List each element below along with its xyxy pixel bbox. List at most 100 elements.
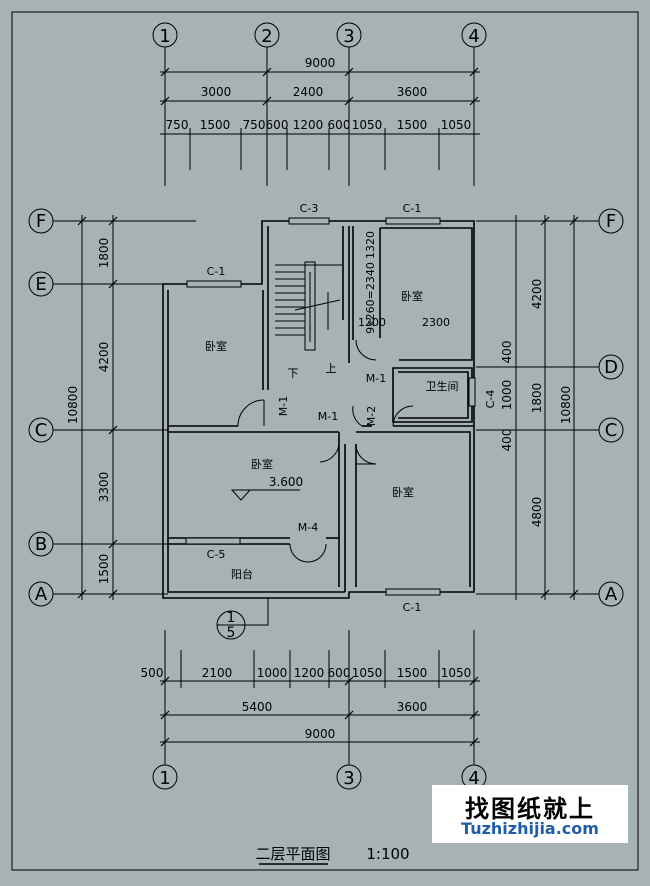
dim-top-detail: 1050 — [441, 118, 472, 132]
dim-right-segment: 400 — [500, 341, 514, 364]
window-tag-c5: C-5 — [207, 548, 226, 561]
axis-label-bottom-3: 3 — [343, 768, 354, 789]
dim-left-segment: 1500 — [97, 554, 111, 585]
dim-right-segment: 4800 — [530, 497, 544, 528]
axis-label-bottom-4: 4 — [468, 768, 479, 789]
dim-top-mid: 2400 — [293, 85, 324, 99]
dim-left-segment: 4200 — [97, 342, 111, 373]
dim-left-segment: 3300 — [97, 472, 111, 503]
room-label-bedroom-right: 卧室 — [401, 289, 423, 303]
door-tag-m4: M-4 — [298, 521, 318, 534]
elevation-mark — [230, 489, 300, 501]
watermark-box: 找图纸就上 Tuzhizhijia.com — [432, 785, 628, 843]
axis-label-top-1: 1 — [159, 26, 170, 47]
windows — [185, 217, 476, 596]
dim-top-detail: 750 — [243, 118, 266, 132]
dim-bottom-detail: 600 — [328, 666, 351, 680]
dim-bottom-detail: 1200 — [294, 666, 325, 680]
dim-top-detail: 600 — [328, 118, 351, 132]
dim-top-total: 9000 — [305, 56, 336, 70]
window-c3 — [288, 217, 330, 225]
room-label-bedroom-center: 卧室 — [251, 457, 273, 471]
dim-top-mid: 3600 — [397, 85, 428, 99]
window-c1-left — [186, 280, 242, 288]
dim-right-total: 10800 — [559, 386, 573, 424]
window-tag-c3: C-3 — [300, 202, 319, 215]
window-c5 — [185, 537, 241, 545]
window-c4 — [468, 377, 476, 407]
dim-right-segment: 1800 — [530, 383, 544, 414]
dim-top-detail: 1050 — [352, 118, 383, 132]
staircase — [275, 261, 342, 351]
stair-down-label: 下 — [288, 367, 299, 380]
dim-right-window: 1000 — [500, 380, 514, 411]
axis-label-right-C: C — [605, 420, 618, 441]
door-m1-bottom — [355, 443, 377, 465]
dim-bottom-detail: 1000 — [257, 666, 288, 680]
window-tag-c1-top: C-1 — [403, 202, 422, 215]
dim-bottom-total: 9000 — [305, 727, 336, 741]
axis-label-left-A: A — [35, 584, 48, 605]
dim-bottom-mid: 3600 — [397, 700, 428, 714]
dim-top-mid: 3000 — [201, 85, 232, 99]
axis-label-left-E: E — [35, 274, 46, 295]
stair-up-label: 上 — [326, 362, 337, 375]
dim-bottom-detail: 500 — [141, 666, 164, 680]
axis-label-left-F: F — [36, 211, 46, 232]
window-tag-c1-bottom: C-1 — [403, 601, 422, 614]
window-tag-c4: C-4 — [484, 390, 497, 409]
room-label-bedroom-left: 卧室 — [205, 339, 227, 353]
door-m4 — [289, 543, 309, 563]
drawing-frame — [11, 11, 639, 871]
window-c1-bottom — [385, 588, 441, 596]
watermark-en: Tuzhizhijia.com — [461, 819, 599, 838]
room-label-bedroom-southeast: 卧室 — [392, 485, 414, 499]
door-tag-m1: M-1 — [277, 396, 290, 416]
axis-label-top-3: 3 — [343, 26, 354, 47]
dim-bottom-detail: 1050 — [352, 666, 383, 680]
dim-bottom-mid: 5400 — [242, 700, 273, 714]
dim-stair-1200: 1200 — [358, 316, 386, 329]
dim-left-total: 10800 — [66, 386, 80, 424]
axis-label-top-4: 4 — [468, 26, 479, 47]
dim-stair-2300: 2300 — [422, 316, 450, 329]
room-label-balcony: 阳台 — [231, 567, 253, 581]
drawing-title: 二层平面图 — [255, 845, 330, 863]
axis-label-right-F: F — [606, 211, 616, 232]
section-number-bottom: 5 — [227, 625, 236, 641]
dim-left-segment: 1800 — [97, 238, 111, 269]
watermark-cn: 找图纸就上 — [465, 795, 595, 823]
dim-top-detail: 600 — [266, 118, 289, 132]
door-tag-m1: M-1 — [318, 410, 338, 423]
dim-bottom-detail: 2100 — [202, 666, 233, 680]
dim-bottom-detail: 1050 — [441, 666, 472, 680]
elevation-value: 3.600 — [269, 475, 303, 489]
section-mark — [216, 598, 269, 640]
section-number-top: 1 — [227, 610, 236, 626]
door-m2 — [392, 405, 414, 427]
axis-label-right-A: A — [605, 584, 618, 605]
dim-top-detail: 1200 — [293, 118, 324, 132]
room-label-bathroom: 卫生间 — [426, 379, 459, 393]
window-tag-c1-left: C-1 — [207, 265, 226, 278]
axis-label-left-B: B — [35, 534, 47, 555]
dim-right-segment: 400 — [500, 429, 514, 452]
door-tag-m2: M-2 — [365, 406, 378, 426]
dim-right-segment: 4200 — [530, 279, 544, 310]
door-tag-m1: M-1 — [366, 372, 386, 385]
dim-bottom-detail: 1500 — [397, 666, 428, 680]
drawing-scale: 1:100 — [366, 845, 409, 863]
door-m1-left — [237, 399, 265, 427]
dim-top-detail: 1500 — [200, 118, 231, 132]
axis-label-left-C: C — [35, 420, 48, 441]
stair-calc-label: 9x260=2340 — [364, 262, 377, 334]
dim-stair-1320: 1320 — [364, 231, 377, 259]
axis-label-right-D: D — [604, 357, 618, 378]
window-c1-top — [385, 217, 441, 225]
door-swings — [237, 339, 414, 563]
axis-label-top-2: 2 — [261, 26, 272, 47]
dim-top-detail: 750 — [166, 118, 189, 132]
axis-label-bottom-1: 1 — [159, 768, 170, 789]
dim-top-detail: 1500 — [397, 118, 428, 132]
